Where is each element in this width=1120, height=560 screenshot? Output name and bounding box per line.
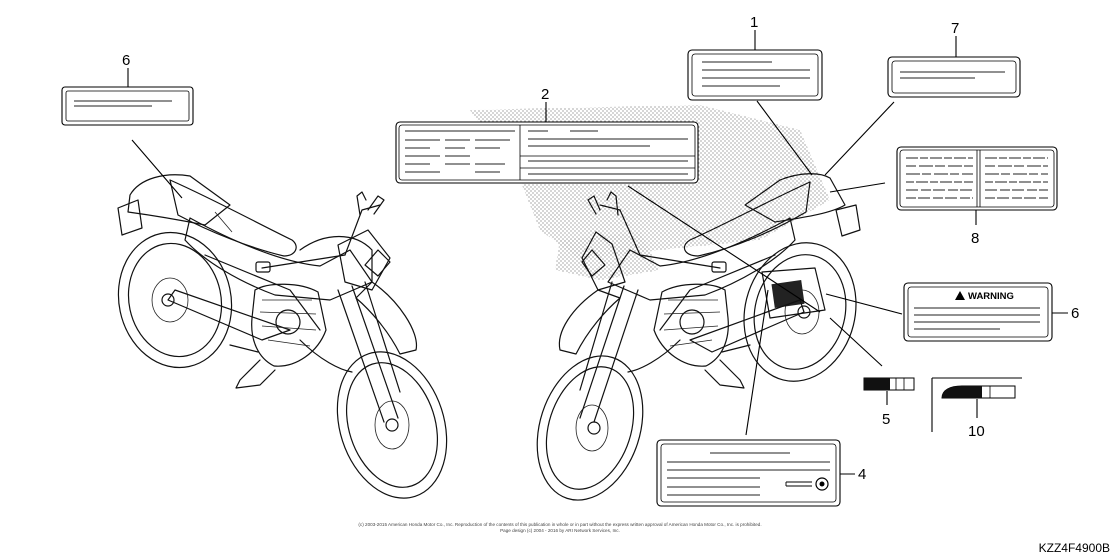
label-4 xyxy=(863,377,915,391)
leader-8 xyxy=(829,182,977,225)
diagram-code: KZZ4F4900B xyxy=(1038,541,1110,555)
leader-3 xyxy=(745,289,855,475)
label-3 xyxy=(656,439,841,507)
leader-1 xyxy=(754,30,813,176)
callout-4: 5 xyxy=(882,411,890,428)
callout-numbers: 6 2 1 7 8 6 5 10 4 xyxy=(122,14,1079,483)
label-2 xyxy=(395,121,699,184)
leader-4 xyxy=(829,317,888,405)
callout-7: 7 xyxy=(951,20,959,37)
callout-10: 10 xyxy=(968,423,985,440)
leader-5 xyxy=(825,293,1068,315)
leader-6 xyxy=(127,68,183,199)
copyright-line-2: Page design (c) 2004 - 2016 by ARI Netwo… xyxy=(500,528,620,533)
tire-icon xyxy=(815,477,829,491)
label-8 xyxy=(896,146,1058,211)
callout-2: 2 xyxy=(541,86,549,103)
label-7 xyxy=(887,56,1021,98)
copyright-line-1: (c) 2003-2015 American Honda Motor Co., … xyxy=(358,522,762,527)
left-motorcycle xyxy=(117,174,448,499)
wrench-icon xyxy=(785,481,812,487)
callout-1: 1 xyxy=(750,14,758,31)
label-1 xyxy=(687,49,823,101)
callout-8: 8 xyxy=(971,230,979,247)
callout-3: 4 xyxy=(858,466,866,483)
callout-5: 6 xyxy=(1071,305,1079,322)
right-motorcycle xyxy=(536,173,861,501)
warning-text: WARNING xyxy=(968,291,1014,302)
warning-triangle-icon xyxy=(955,291,965,300)
leader-2 xyxy=(545,102,821,313)
label-6 xyxy=(61,86,194,126)
leader-7 xyxy=(824,36,957,176)
copyright-notice: (c) 2003-2015 American Honda Motor Co., … xyxy=(250,522,870,534)
label-5: WARNING xyxy=(903,282,1053,342)
callout-6: 6 xyxy=(122,52,130,69)
label-10 xyxy=(931,377,1022,432)
